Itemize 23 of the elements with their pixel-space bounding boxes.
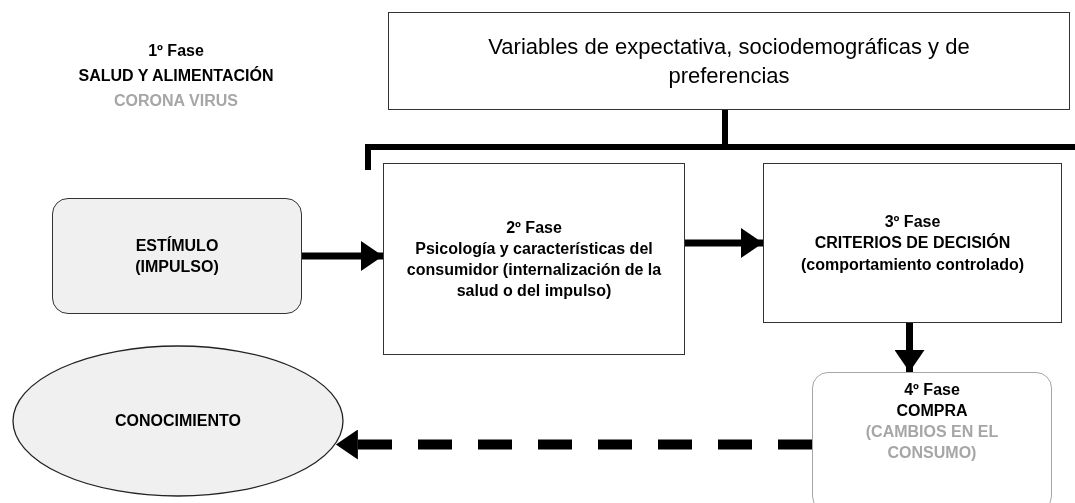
knowledge-ellipse bbox=[12, 345, 344, 497]
phase-label: CORONA VIRUS bbox=[114, 92, 238, 109]
phase-heading: 2º Fase bbox=[506, 217, 562, 238]
phase-box bbox=[812, 372, 1052, 503]
phase-box bbox=[383, 163, 685, 355]
node-text: Psicología y características del consumidor (internalización de la salud o del impulso) bbox=[405, 238, 663, 302]
arrow bbox=[894, 323, 925, 372]
node-text: ESTÍMULO (IMPULSO) bbox=[134, 235, 220, 277]
phase-heading: 3º Fase bbox=[884, 212, 941, 233]
phase-label: SALUD Y ALIMENTACIÓN bbox=[78, 67, 274, 84]
node-text: COMPRA bbox=[896, 401, 968, 422]
phase-heading: 4º Fase bbox=[904, 380, 960, 400]
node-text: CRITERIOS DE DECISIÓN (comportamiento controlado) bbox=[799, 232, 1026, 275]
phase-box bbox=[763, 163, 1062, 323]
dashed-arrow bbox=[335, 429, 812, 460]
arrow bbox=[685, 228, 763, 258]
node-text: Variables de expectativa, sociodemográficas y de preferencias bbox=[487, 32, 971, 90]
node-text: CONOCIMIENTO bbox=[115, 411, 241, 432]
node-text: (CAMBIOS EN EL CONSUMO) bbox=[864, 422, 1000, 464]
arrow bbox=[302, 241, 383, 271]
stimulus-box bbox=[52, 198, 302, 314]
phase-label: 1º Fase bbox=[148, 42, 204, 59]
variables-box bbox=[388, 12, 1070, 110]
